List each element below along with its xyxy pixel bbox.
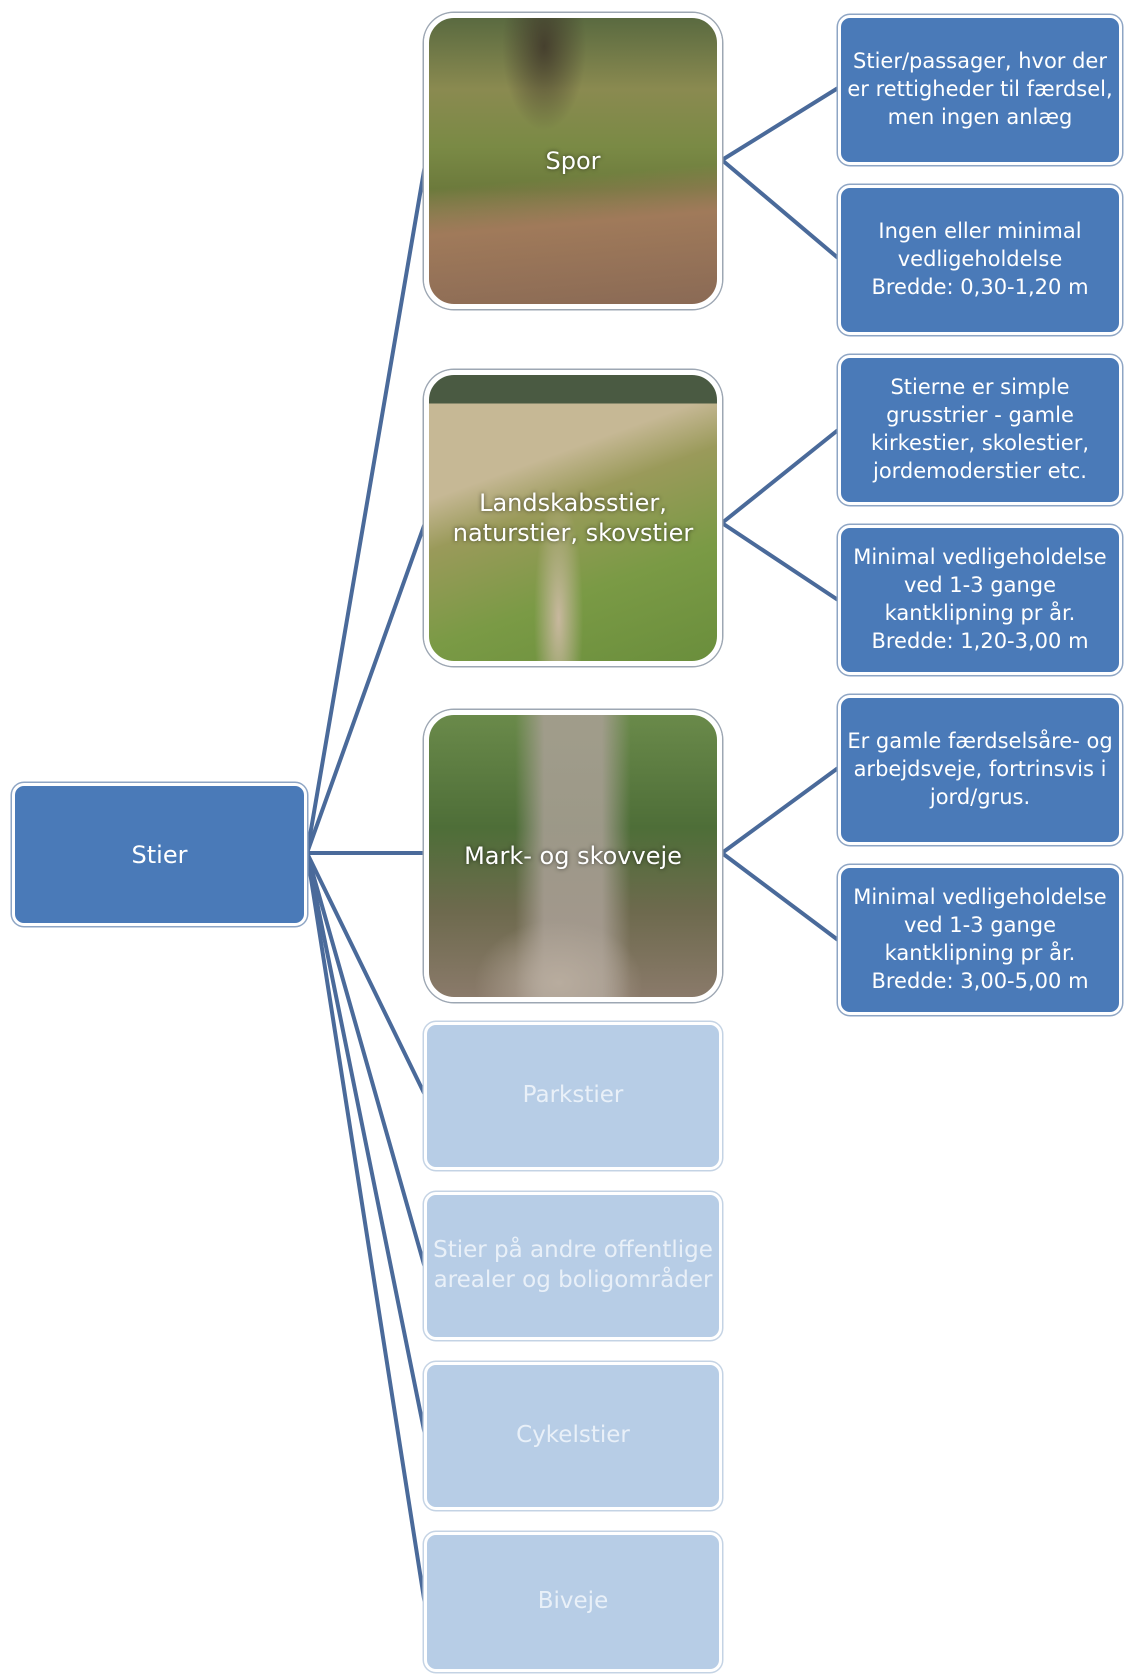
connector-root-spor <box>305 163 427 855</box>
category-spor: Spor <box>424 13 722 309</box>
connector-landskab-desc2 <box>720 521 840 602</box>
description-spor-vedligeholdelse: Ingen eller minimal vedligeholdelse Bred… <box>838 185 1122 335</box>
connector-root-biveje <box>305 851 427 1607</box>
description-text: Stier/passager, hvor der er rettigheder … <box>847 49 1113 129</box>
description-landskab-grusstier: Stierne er simple grusstrier - gamle kir… <box>838 355 1122 505</box>
connector-root-parkstier <box>305 851 427 1097</box>
category-label: Landskabsstier, naturstier, skovstier <box>452 489 694 547</box>
description-mark-faerdselsaare: Er gamle færdselsåre- og arbejdsveje, fo… <box>838 695 1122 845</box>
connector-spor-desc1 <box>720 86 840 162</box>
category-landskabsstier: Landskabsstier, naturstier, skovstier <box>424 370 722 666</box>
category-label: Parkstier <box>522 1082 624 1109</box>
category-parkstier: Parkstier <box>424 1022 722 1170</box>
connector-root-cykelstier <box>305 851 427 1437</box>
connector-spor-desc2 <box>720 158 840 260</box>
root-node-stier: Stier <box>12 783 307 926</box>
connector-landskab-desc1 <box>720 428 840 525</box>
category-label: Mark- og skovveje <box>464 842 682 870</box>
category-label: Stier på andre offentlige arealer og bol… <box>433 1237 713 1293</box>
connector-mark-desc1 <box>720 766 840 855</box>
connector-root-offentlige <box>305 851 427 1270</box>
category-cykelstier: Cykelstier <box>424 1362 722 1510</box>
description-spor-rettigheder: Stier/passager, hvor der er rettigheder … <box>838 15 1122 165</box>
description-landskab-vedligeholdelse: Minimal vedligeholdelse ved 1-3 gange ka… <box>838 525 1122 675</box>
category-label: Biveje <box>537 1588 609 1615</box>
connector-mark-desc2 <box>720 851 840 942</box>
category-label: Cykelstier <box>516 1422 630 1449</box>
description-text: Minimal vedligeholdelse ved 1-3 gange ka… <box>853 885 1107 993</box>
description-text: Minimal vedligeholdelse ved 1-3 gange ka… <box>853 545 1107 653</box>
connector-root-landskab <box>305 521 427 855</box>
category-offentlige-arealer: Stier på andre offentlige arealer og bol… <box>424 1192 722 1340</box>
description-mark-vedligeholdelse: Minimal vedligeholdelse ved 1-3 gange ka… <box>838 865 1122 1015</box>
description-text: Er gamle færdselsåre- og arbejdsveje, fo… <box>847 729 1113 809</box>
category-mark-og-skovveje: Mark- og skovveje <box>424 710 722 1002</box>
root-label: Stier <box>131 840 188 869</box>
category-label: Spor <box>545 147 601 175</box>
description-text: Stierne er simple grusstrier - gamle kir… <box>870 375 1090 483</box>
category-biveje: Biveje <box>424 1532 722 1672</box>
description-text: Ingen eller minimal vedligeholdelse Bred… <box>871 219 1089 299</box>
